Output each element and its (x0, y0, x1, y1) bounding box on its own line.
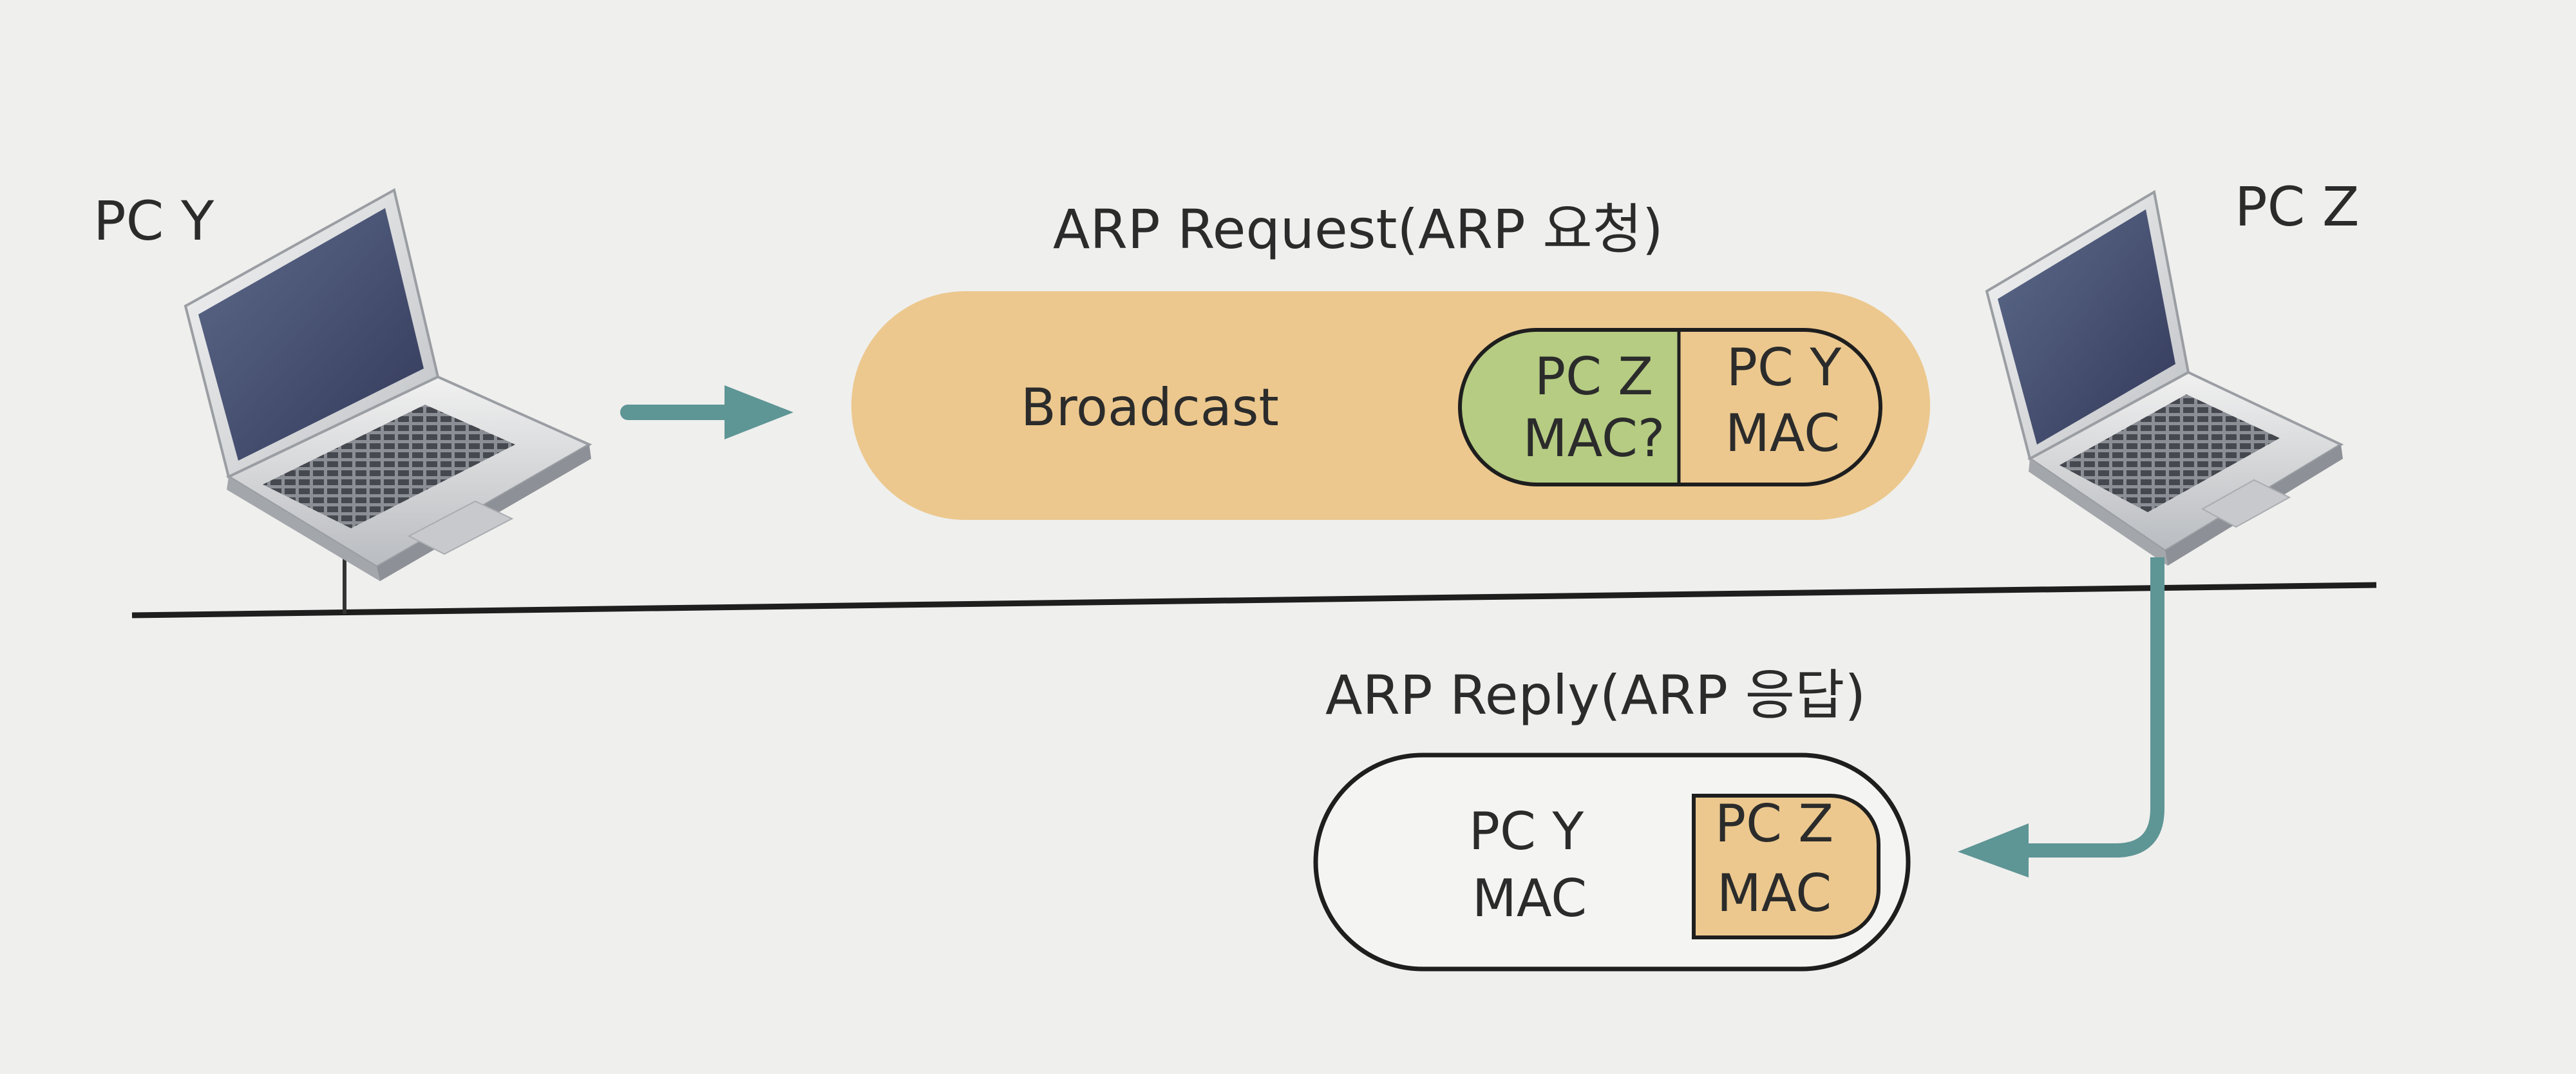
broadcast-label: Broadcast (1021, 378, 1279, 437)
reply-sender-line2: MAC (1717, 863, 1832, 923)
pc-z-label: PC Z (2235, 175, 2360, 238)
request-title: ARP Request(ARP 요청) (1053, 198, 1663, 261)
sender-mac-field (1679, 330, 1880, 484)
sender-line1: PC Y (1727, 338, 1842, 398)
reply-target-line1: PC Y (1469, 801, 1585, 861)
target-mac-field (1460, 330, 1679, 484)
reply-target-line2: MAC (1472, 868, 1587, 928)
reply-sender-mac-field (1692, 794, 1880, 939)
target-line2: MAC? (1523, 408, 1665, 468)
request-arrow (620, 385, 793, 439)
reply-sender-line1: PC Z (1715, 794, 1833, 854)
reply-title: ARP Reply(ARP 응답) (1325, 664, 1866, 727)
request-fields: PC Z MAC? PC Y MAC (1458, 328, 1882, 486)
sender-line2: MAC (1725, 403, 1840, 463)
reply-packet: PC Y MAC PC Z MAC (1313, 753, 1911, 972)
reply-arrow (1958, 557, 2164, 877)
request-packet: Broadcast PC Z MAC? PC Y MAC (851, 291, 1930, 520)
laptop-icon (1985, 189, 2344, 566)
laptop-icon (184, 187, 592, 614)
pc-y-label: PC Y (93, 189, 214, 253)
network-bus-line (131, 582, 2377, 619)
target-line1: PC Z (1535, 347, 1653, 407)
